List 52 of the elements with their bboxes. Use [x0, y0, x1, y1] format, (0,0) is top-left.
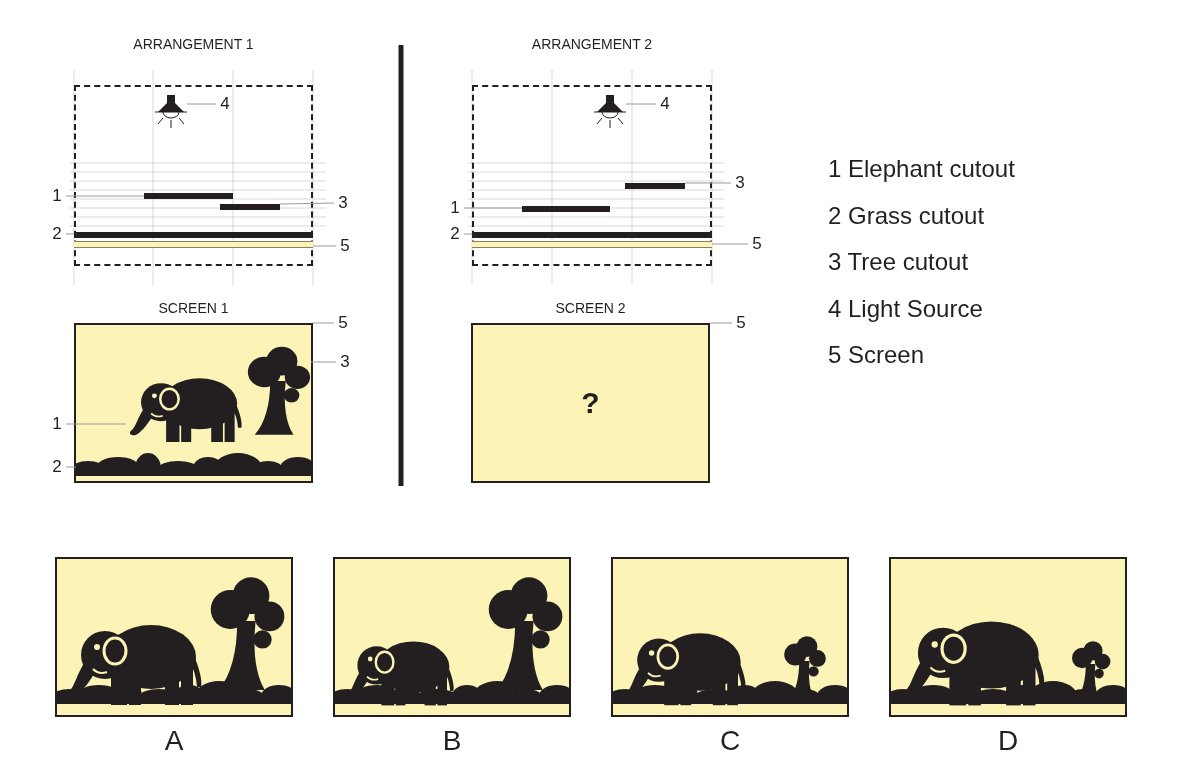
- callout-number: 2: [50, 224, 64, 244]
- cutout-bar: [625, 183, 685, 189]
- leader-line: [65, 466, 77, 468]
- leader-line: [310, 361, 337, 363]
- callout-number: 5: [750, 234, 764, 254]
- panel-heading: ARRANGEMENT 2: [530, 36, 654, 52]
- leader-line: [684, 182, 732, 184]
- leader-line: [312, 322, 335, 324]
- key-text: 3 Tree cutout: [828, 248, 969, 276]
- leader-line: [65, 423, 127, 425]
- callout-number: 5: [734, 313, 748, 333]
- cutout-bar: [220, 204, 280, 210]
- leader-line: [65, 233, 75, 235]
- cutout-bar: [472, 232, 712, 238]
- callout-number: 1: [448, 198, 462, 218]
- leader-line: [711, 243, 749, 245]
- cutout-bar: [522, 206, 610, 212]
- callout-number: 3: [733, 173, 747, 193]
- callout-number: 5: [336, 313, 350, 333]
- cutout-bar: [144, 193, 233, 199]
- leader-line: [463, 233, 473, 235]
- option-letter: D: [997, 725, 1019, 757]
- key-text: 4 Light Source: [828, 294, 983, 323]
- option-letter: C: [719, 725, 741, 757]
- option-letter: A: [164, 725, 184, 757]
- callout-number: 4: [218, 94, 232, 114]
- question-mark: ?: [581, 386, 600, 420]
- leader-line: [65, 195, 145, 197]
- leader-line: [709, 322, 733, 324]
- callout-number: 2: [50, 457, 64, 477]
- screen-strip: [74, 241, 313, 248]
- callout-number: 3: [336, 193, 350, 213]
- callout-number: 2: [448, 224, 462, 244]
- key-text: 2 Grass cutout: [828, 201, 985, 230]
- callout-number: 5: [338, 236, 352, 256]
- key-text: 1 Elephant cutout: [828, 155, 1015, 183]
- option-letter: B: [442, 725, 462, 757]
- callout-number: 3: [338, 352, 352, 372]
- panel-heading: ARRANGEMENT 1: [132, 36, 255, 52]
- leader-line: [279, 202, 335, 205]
- callout-number: 4: [658, 94, 672, 114]
- leader-line: [312, 245, 337, 247]
- screen-strip: [472, 241, 712, 248]
- leader-line: [625, 103, 657, 105]
- panel-heading: SCREEN 2: [554, 300, 627, 316]
- panel-heading: SCREEN 1: [157, 300, 230, 316]
- callout-number: 1: [50, 186, 64, 206]
- callout-number: 1: [50, 414, 64, 434]
- leader-line: [186, 103, 217, 105]
- leader-line: [463, 207, 523, 209]
- cutout-bar: [74, 232, 313, 238]
- key-text: 5 Screen: [828, 341, 925, 369]
